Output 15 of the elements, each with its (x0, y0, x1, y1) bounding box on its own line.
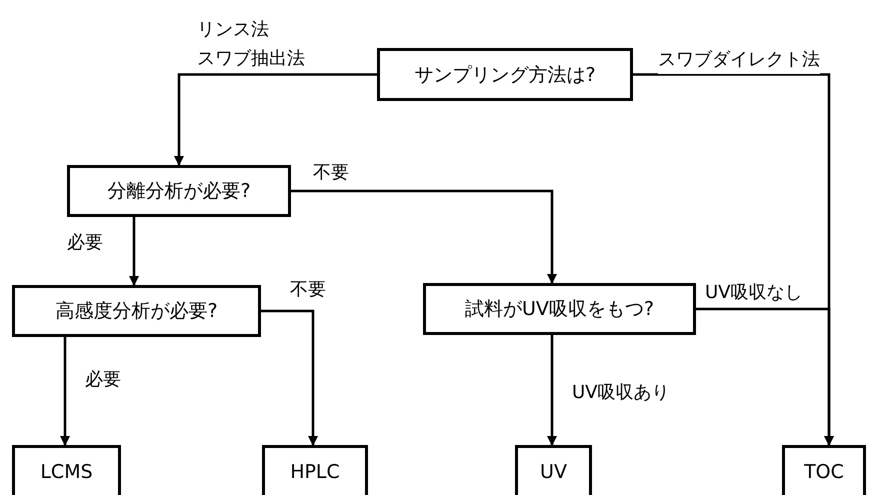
result-box: TOC (782, 445, 866, 495)
result-box: LCMS (12, 445, 121, 495)
arrow (291, 190, 557, 284)
arrow (174, 73, 377, 166)
decision-box: サンプリング方法は? (377, 48, 633, 101)
arrow (60, 337, 70, 446)
decision-box: 分離分析が必要? (67, 165, 291, 217)
result-box: HPLC (262, 445, 368, 495)
decision-box: 試料がUV吸収をもつ? (423, 283, 696, 335)
arrow (129, 217, 139, 286)
arrow (261, 310, 318, 446)
decision-box: 高感度分析が必要? (12, 285, 261, 337)
result-box: UV (515, 445, 592, 495)
arrow (547, 335, 557, 446)
arrow (696, 308, 834, 446)
